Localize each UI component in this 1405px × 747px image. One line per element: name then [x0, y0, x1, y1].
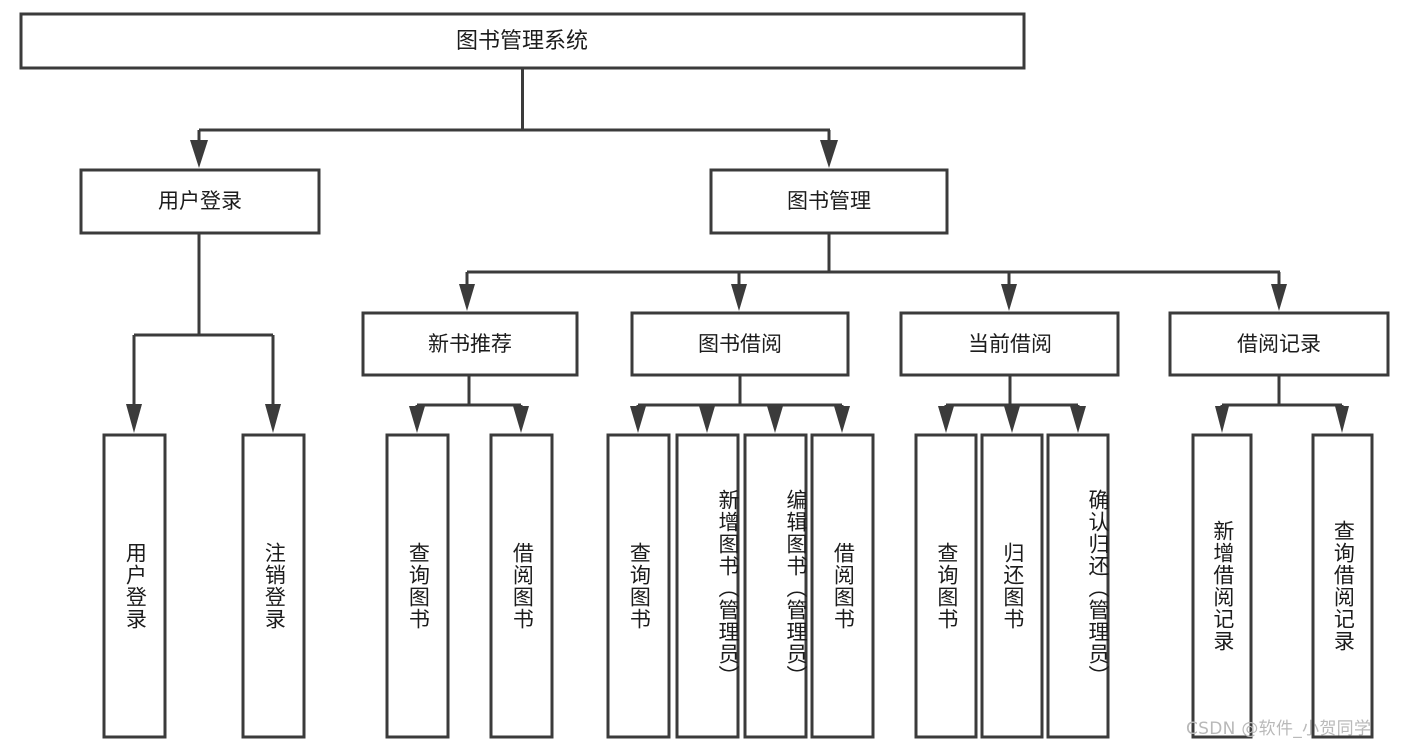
leaf-box-return-book[interactable] — [980, 433, 1044, 739]
node-new-book-recommend[interactable]: 新书推荐 — [361, 311, 579, 377]
arrow-head-borrow-record — [1271, 284, 1287, 311]
arrow-head-leaf-add-borrow-record — [1215, 406, 1229, 433]
arrow-head-leaf-return-book — [1004, 406, 1020, 433]
node-root-label: 图书管理系统 — [456, 29, 588, 54]
node-current-borrow-box[interactable] — [899, 311, 1120, 377]
arrow-head-leaf-edit-book — [767, 406, 783, 433]
arrow-head-leaf-query-book-3 — [938, 406, 954, 433]
node-root-box[interactable] — [19, 12, 1026, 70]
leaf-box-query-borrow-record[interactable] — [1311, 433, 1374, 739]
node-book-borrow-box[interactable] — [630, 311, 850, 377]
arrow-head-leaf-user-login — [126, 404, 142, 433]
arrow-head-leaf-borrow-book-2 — [834, 406, 850, 433]
node-root[interactable]: 图书管理系统 — [19, 12, 1026, 70]
node-current-borrow[interactable]: 当前借阅 — [899, 311, 1120, 377]
arrow-head-new-book-recommend — [459, 284, 475, 311]
arrow-head-leaf-logout-login — [265, 404, 281, 433]
arrow-head-current-borrow — [1001, 284, 1017, 311]
csdn-watermark: CSDN @软件_小贺同学 — [1186, 719, 1372, 739]
leaf-box-user-login[interactable] — [102, 433, 167, 739]
node-book-manage-label: 图书管理 — [787, 189, 871, 213]
leaf-box-query-book-2[interactable] — [606, 433, 671, 739]
leaf-box-add-borrow-record[interactable] — [1191, 433, 1253, 739]
arrow-head-book-manage — [820, 140, 838, 168]
leaf-box-borrow-book-2[interactable] — [810, 433, 875, 739]
leaf-box-query-book-1[interactable] — [385, 433, 450, 739]
node-book-manage-box[interactable] — [709, 168, 949, 235]
node-book-manage[interactable]: 图书管理 — [709, 168, 949, 235]
node-borrow-record-label: 借阅记录 — [1237, 332, 1321, 356]
leaf-box-borrow-book-1[interactable] — [489, 433, 554, 739]
leaf-box-confirm-return[interactable] — [1046, 433, 1110, 739]
arrow-head-leaf-query-borrow-record — [1335, 406, 1349, 433]
node-book-borrow[interactable]: 图书借阅 — [630, 311, 850, 377]
leaf-box-group — [102, 433, 1374, 739]
arrow-head-leaf-query-book-1 — [409, 406, 425, 433]
arrow-head-user-login — [190, 140, 208, 168]
connector-group — [126, 68, 1349, 433]
node-new-book-recommend-box[interactable] — [361, 311, 579, 377]
arrow-head-book-borrow — [731, 284, 747, 311]
node-book-borrow-label: 图书借阅 — [698, 332, 782, 356]
node-user-login[interactable]: 用户登录 — [79, 168, 321, 235]
arrow-head-leaf-query-book-2 — [630, 406, 646, 433]
arrow-head-leaf-borrow-book-1 — [513, 406, 529, 433]
node-borrow-record-box[interactable] — [1168, 311, 1390, 377]
arrow-head-leaf-confirm-return — [1070, 406, 1086, 433]
arrow-head-leaf-add-book — [699, 406, 715, 433]
leaf-box-add-book[interactable] — [675, 433, 740, 739]
leaf-box-edit-book[interactable] — [743, 433, 808, 739]
node-user-login-box[interactable] — [79, 168, 321, 235]
node-user-login-label: 用户登录 — [158, 189, 242, 213]
leaf-box-query-book-3[interactable] — [914, 433, 978, 739]
node-current-borrow-label: 当前借阅 — [968, 332, 1052, 356]
node-new-book-recommend-label: 新书推荐 — [428, 332, 512, 356]
leaf-box-logout-login[interactable] — [241, 433, 306, 739]
node-borrow-record[interactable]: 借阅记录 — [1168, 311, 1390, 377]
